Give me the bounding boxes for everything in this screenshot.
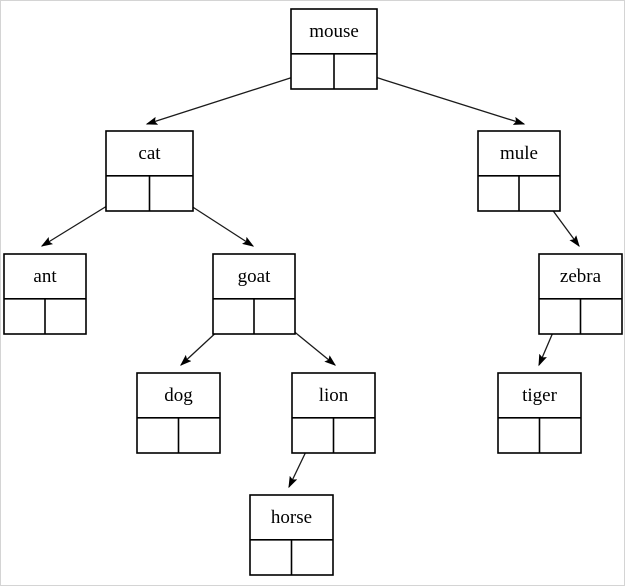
node-left-pointer-cell-dog[interactable] [137,418,179,453]
node-label-goat: goat [238,266,271,287]
tree-edge-mouse-left [145,70,313,125]
node-left-pointer-cell-tiger[interactable] [498,418,540,453]
node-right-pointer-cell-zebra[interactable] [581,299,623,334]
tree-node-tiger[interactable]: tiger [497,372,582,454]
node-left-pointer-cell-ant[interactable] [4,299,45,334]
node-label-tiger: tiger [522,385,557,406]
node-left-pointer-cell-lion[interactable] [292,418,334,453]
node-right-pointer-cell-tiger[interactable] [540,418,582,453]
node-right-pointer-cell-goat[interactable] [254,299,295,334]
node-right-pointer-cell-cat[interactable] [150,176,194,211]
tree-node-ant[interactable]: ant [3,253,87,335]
node-left-pointer-cell-goat[interactable] [213,299,254,334]
node-label-mule: mule [500,143,538,164]
node-label-dog: dog [164,385,193,406]
tree-node-lion[interactable]: lion [291,372,376,454]
node-label-lion: lion [319,385,349,406]
node-left-pointer-cell-zebra[interactable] [539,299,581,334]
tree-node-mouse[interactable]: mouse [290,8,378,90]
node-label-ant: ant [33,266,57,287]
tree-node-zebra[interactable]: zebra [538,253,623,335]
node-left-pointer-cell-mouse[interactable] [291,54,334,89]
node-label-zebra: zebra [560,266,602,287]
tree-node-dog[interactable]: dog [136,372,221,454]
node-right-pointer-cell-mule[interactable] [519,176,560,211]
node-right-pointer-cell-lion[interactable] [334,418,376,453]
tree-node-mule[interactable]: mule [477,130,561,212]
node-label-cat: cat [138,143,161,164]
tree-node-horse[interactable]: horse [249,494,334,576]
tree-edge-mouse-right [355,70,526,125]
nodes-layer: mouse cat mule ant goat zebra dog lion tiger hors… [3,8,623,576]
node-left-pointer-cell-cat[interactable] [106,176,150,211]
tree-node-cat[interactable]: cat [105,130,194,212]
node-box-dog [136,372,221,454]
tree-node-goat[interactable]: goat [212,253,296,335]
node-label-horse: horse [271,507,312,528]
node-right-pointer-cell-ant[interactable] [45,299,86,334]
node-left-pointer-cell-mule[interactable] [478,176,519,211]
node-right-pointer-cell-mouse[interactable] [334,54,377,89]
node-right-pointer-cell-dog[interactable] [179,418,221,453]
node-left-pointer-cell-horse[interactable] [250,540,292,575]
node-right-pointer-cell-horse[interactable] [292,540,334,575]
node-label-mouse: mouse [309,21,359,42]
